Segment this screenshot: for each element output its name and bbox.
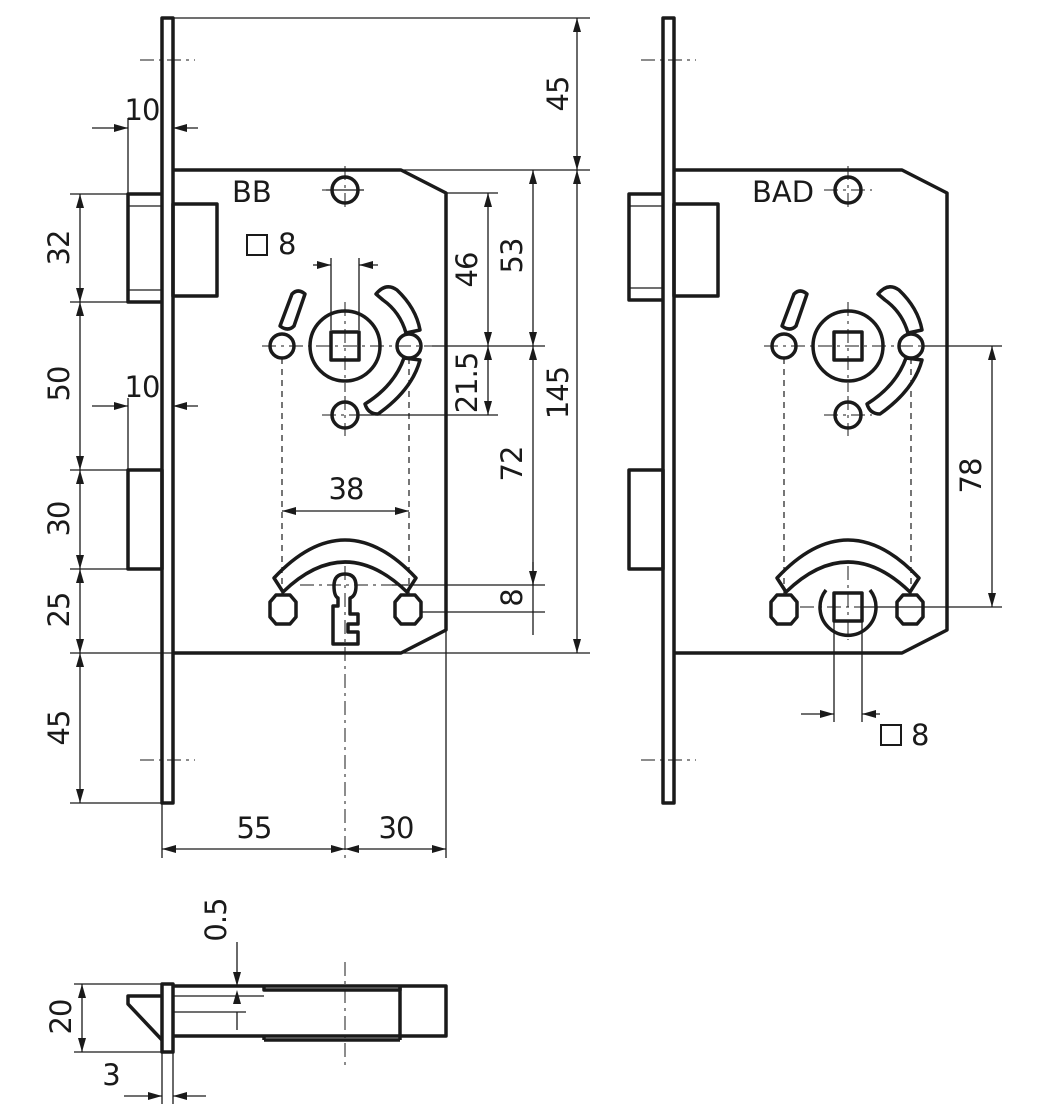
- lock-body-bad: [674, 168, 949, 655]
- side-view: [126, 962, 448, 1065]
- slot-upper-left: [278, 289, 307, 331]
- latch-bolt: [126, 192, 162, 304]
- spindle-size-label-bad: 8: [911, 718, 929, 752]
- latch-side: [126, 994, 164, 1042]
- bad-dimension-lines: [801, 345, 1002, 722]
- dim-bolt-height: 30: [42, 502, 76, 537]
- dim-spindle-to-keyhole: 72: [495, 447, 529, 482]
- front-view-bb: [126, 16, 448, 860]
- square-spindle-symbol: [246, 234, 268, 256]
- front-view-bad: [627, 16, 949, 805]
- turn-arc-bad: [775, 538, 921, 594]
- turn-hole-right-bad: [895, 593, 925, 626]
- forend-plate-side: [160, 982, 175, 1054]
- dim-forend-bottom: 45: [42, 711, 76, 746]
- dead-bolt-bad: [627, 468, 665, 571]
- dim-total-height: 145: [541, 367, 575, 419]
- dim-backset: 55: [237, 811, 272, 845]
- dim-plate-offset: 0.5: [199, 898, 233, 941]
- lock-body: [173, 168, 448, 655]
- dim-spindle-to-top: 53: [495, 239, 529, 274]
- latch-inner-bad: [672, 202, 720, 298]
- dead-bolt: [126, 468, 164, 571]
- slot-arc-upper-right-bad: [876, 285, 924, 335]
- body-side: [173, 984, 448, 1038]
- dim-spindle-to-screw: 21.5: [450, 353, 484, 414]
- turn-hole-left-bad: [769, 593, 799, 626]
- dim-forend-width: 20: [44, 1000, 78, 1035]
- forend-plate-bad: [661, 16, 676, 805]
- dim-latch-height: 32: [42, 231, 76, 266]
- dim-fixing-holes-spacing: 38: [329, 472, 364, 506]
- dim-top-to-spindle-inner: 46: [450, 253, 484, 288]
- dim-forend-top: 45: [541, 77, 575, 112]
- forend-plate: [160, 16, 175, 805]
- cylinder-hole-right: [393, 593, 423, 626]
- cylinder-hole-left: [268, 593, 298, 626]
- square-spindle-symbol-bad: [880, 724, 902, 746]
- dim-bolt-to-body-bottom: 25: [42, 593, 76, 628]
- variant-label-bb: BB: [232, 175, 272, 209]
- spindle-size-label: 8: [278, 227, 296, 261]
- dim-bolt-offset: 10: [125, 370, 160, 404]
- latch-inner: [171, 202, 219, 298]
- dim-latch-to-bolt: 50: [42, 367, 76, 402]
- latch-bolt-bad: [627, 192, 663, 302]
- dim-keyhole-offset: 8: [495, 589, 529, 606]
- dim-body-front: 30: [379, 811, 414, 845]
- slot-arc-lower-right-bad: [865, 356, 924, 416]
- variant-label-bad: BAD: [752, 175, 814, 209]
- bb-dimension-lines: [70, 17, 590, 858]
- dim-spindle-to-turn: 78: [954, 459, 988, 494]
- slot-arc-upper-right: [374, 285, 422, 335]
- slot-upper-left-bad: [780, 289, 809, 331]
- side-dimension-lines: [74, 942, 246, 1104]
- slot-arc-lower-right: [363, 356, 422, 416]
- dim-forend-thickness: 3: [102, 1058, 119, 1092]
- dim-latch-offset-top: 10: [125, 93, 160, 127]
